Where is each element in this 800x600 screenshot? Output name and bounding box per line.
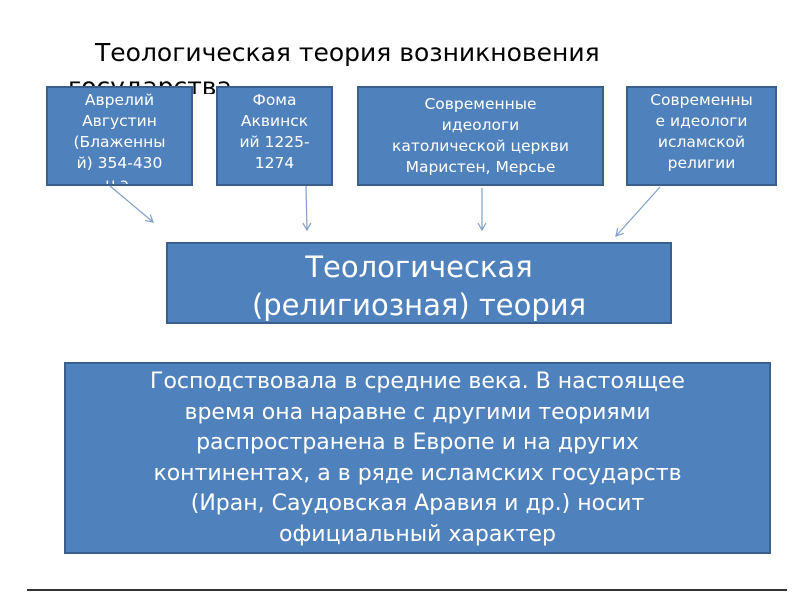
arrow-aquinas: [302, 185, 312, 232]
source-box-islamic-ideologists: Современны е идеологи исламской религии: [626, 86, 777, 186]
source-box-aquinas: Фома Аквинск ий 1225- 1274: [216, 86, 333, 186]
main-theory-box: Теологическая (религиозная) теория: [166, 242, 672, 324]
arrow-islamic: [615, 186, 661, 237]
slide-title-line-1: Теологическая теория возникновения: [95, 38, 600, 67]
description-box: Господствовала в средние века. В настоящ…: [64, 362, 771, 554]
source-box-catholic-ideologists: Современные идеологи католической церкви…: [357, 86, 604, 186]
source-box-augustine: Аврелий Августин (Блаженны й) 354-430 н.…: [46, 86, 193, 186]
arrow-augustine: [109, 185, 154, 223]
bottom-divider: [27, 589, 787, 591]
